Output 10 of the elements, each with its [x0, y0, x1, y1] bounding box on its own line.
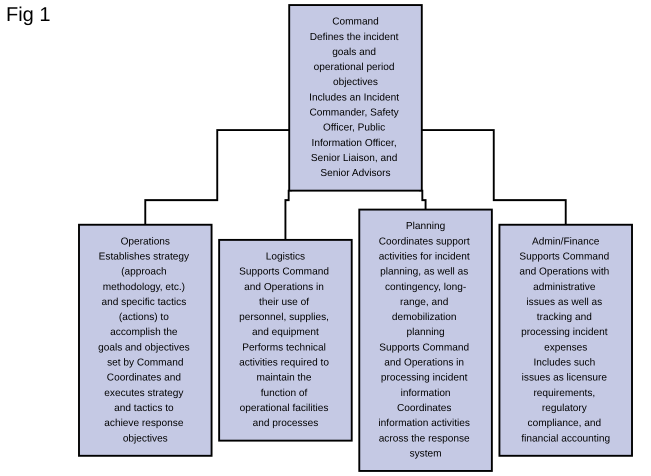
node-box: Logistics Supports Command and Operations in their use of personnel, supplies, and equipment Performs technical activities required to maintain the function of operational facilities and processes [218, 238, 353, 442]
node-box: Operations Establishes strategy (approach methodology, etc.) and specific tactics (actions) to accomplish the goals and objectives set by Command Coordinates and executes strategy and tactics to achieve response objectives [78, 224, 213, 457]
connector [419, 190, 427, 211]
figure-title: Fig 1 [6, 4, 50, 27]
connector [144, 129, 290, 226]
connector [422, 129, 567, 226]
connector [284, 190, 292, 241]
node-box: Admin/Finance Supports Command and Operations with administrative issues as well as tracking and processing incident expenses Includes such issues as licensure requirements, regulatory compliance, and financial accounting [498, 224, 633, 457]
node-box: Command Defines the incident goals and operational period objectives Includes an Incident Commander, Safety Officer, Public Information Officer, Senior Liaison, and Senior Advisors [288, 4, 423, 192]
node-box: Planning Coordinates support activities for incident planning, as well as contingency, long-range, and demobilization planning Supports Command and Operations in processing incident information Coordinates information activities across the response system [358, 208, 493, 472]
